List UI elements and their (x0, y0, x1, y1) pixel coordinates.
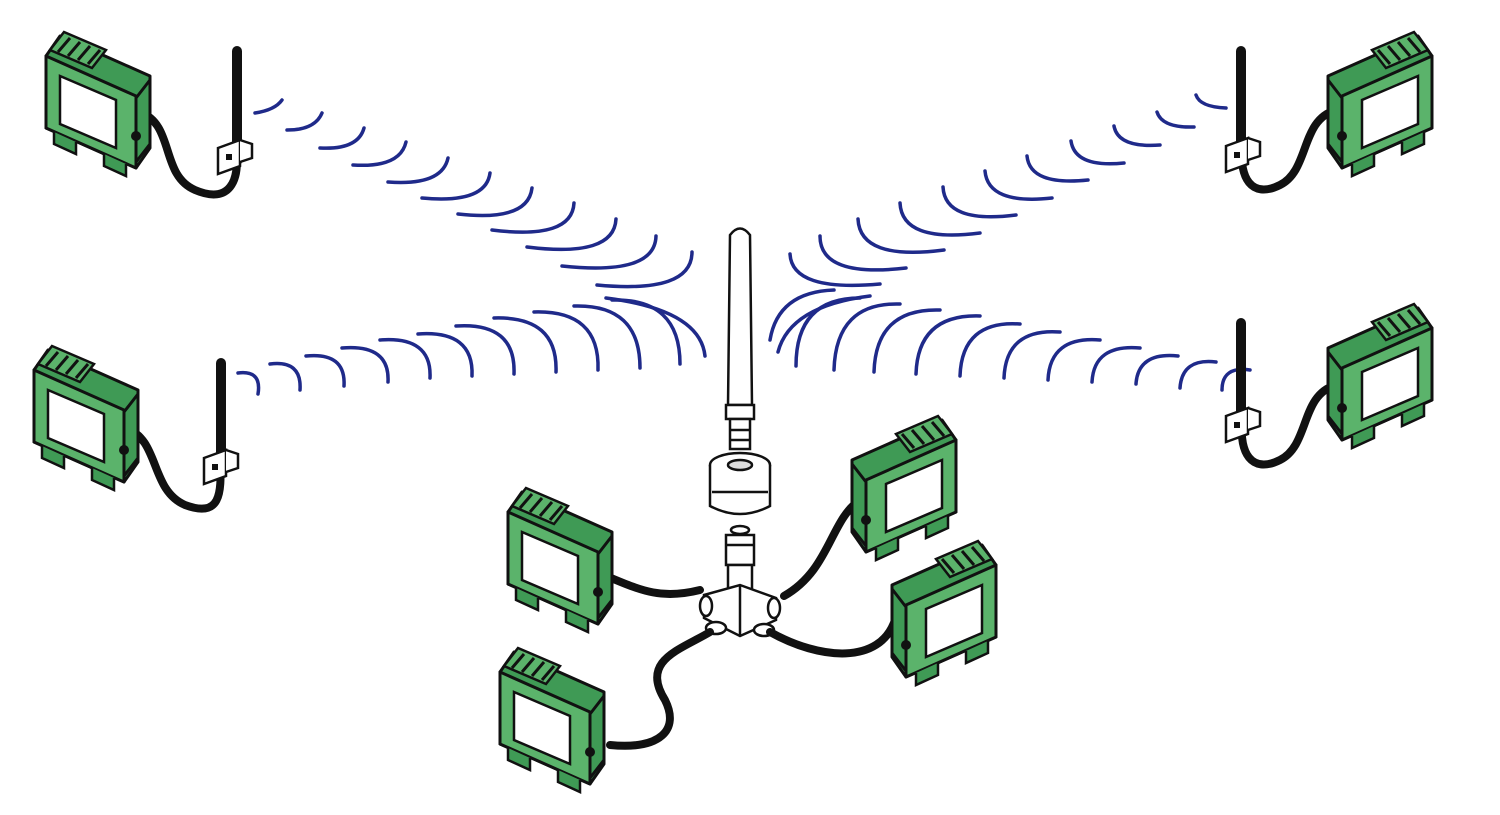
radio-waves-top-left (253, 98, 707, 358)
antenna-connector-nut (708, 451, 772, 516)
remote-antenna-bottom-right (1224, 318, 1262, 444)
remote-antenna-top-left (216, 46, 254, 176)
central-module-left-upper (506, 486, 614, 634)
remote-antenna-bottom-left (202, 358, 240, 486)
central-antenna (724, 227, 756, 451)
radio-waves-bottom-right (768, 288, 1252, 392)
coaxial-splitter-icon (698, 524, 782, 638)
radio-module-top-left (44, 30, 152, 178)
radio-waves-top-right (776, 93, 1228, 354)
radio-module-bottom-right (1326, 302, 1434, 450)
radio-waves-bottom-left (236, 298, 682, 396)
central-module-right-lower (890, 539, 998, 687)
radio-module-top-right (1326, 30, 1434, 178)
central-module-right-upper (850, 414, 958, 562)
remote-antenna-top-right (1224, 46, 1262, 174)
central-module-left-lower (498, 646, 606, 794)
radio-module-bottom-left (32, 344, 140, 492)
cables (122, 106, 1340, 750)
